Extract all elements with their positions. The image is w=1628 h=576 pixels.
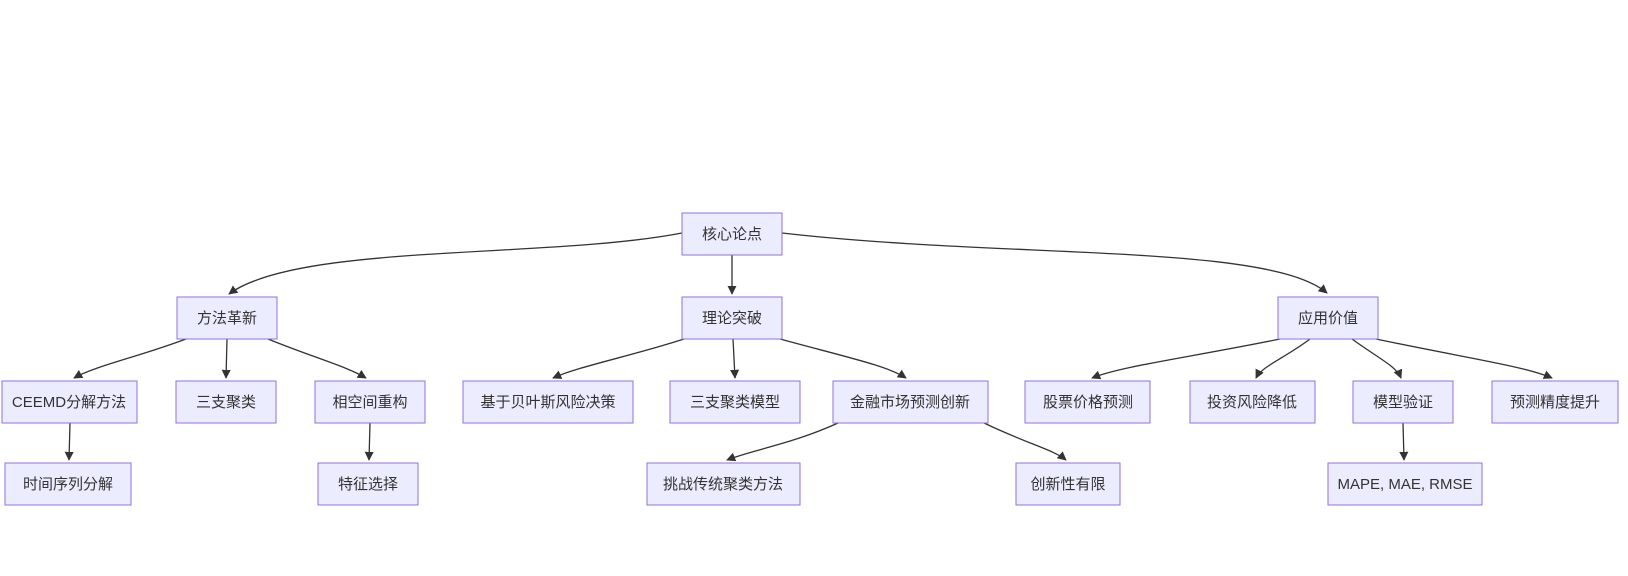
- node-limited: 创新性有限: [1015, 462, 1121, 506]
- edge-validate-metrics: [1399, 422, 1409, 461]
- node-precision: 预测精度提升: [1491, 380, 1619, 424]
- node-bayes-label: 基于贝叶斯风险决策: [480, 394, 615, 411]
- node-metrics: MAPE, MAE, RMSE: [1327, 462, 1483, 506]
- node-value-label: 应用价值: [1298, 309, 1358, 327]
- node-phase-label: 相空间重构: [332, 394, 407, 411]
- edge-layer: [64, 232, 1553, 462]
- edge-method-phase: [267, 338, 367, 379]
- node-feature-label: 特征选择: [338, 476, 398, 493]
- node-root-label: 核心论点: [702, 226, 762, 243]
- node-risk: 投资风险降低: [1189, 380, 1316, 424]
- node-method-label: 方法革新: [197, 310, 257, 327]
- edge-value-precision: [1375, 338, 1553, 379]
- edge-finance-challenge: [726, 422, 839, 462]
- node-threeway: 三支聚类: [175, 380, 277, 424]
- node-value: 应用价值: [1277, 296, 1379, 340]
- edge-ceemd-tsdecomp: [64, 422, 74, 461]
- edge-root-method: [228, 232, 683, 295]
- node-feature: 特征选择: [317, 462, 419, 506]
- edge-method-threeway: [221, 338, 231, 379]
- node-metrics-label: MAPE, MAE, RMSE: [1337, 476, 1472, 493]
- node-theory: 理论突破: [681, 296, 783, 340]
- edge-phase-feature: [364, 422, 374, 461]
- node-finance-label: 金融市场预测创新: [850, 394, 970, 411]
- edge-value-risk: [1255, 338, 1311, 379]
- node-validate: 模型验证: [1352, 380, 1454, 424]
- node-tsdecomp-label: 时间序列分解: [23, 476, 113, 493]
- edge-theory-bayes: [552, 338, 685, 379]
- edge-value-validate: [1351, 338, 1403, 379]
- node-precision-label: 预测精度提升: [1510, 394, 1600, 411]
- edge-finance-limited: [983, 422, 1067, 461]
- node-ceemd: CEEMD分解方法: [1, 380, 138, 424]
- edge-theory-finance: [779, 338, 907, 379]
- node-validate-label: 模型验证: [1373, 394, 1433, 411]
- node-theory-label: 理论突破: [702, 310, 762, 327]
- node-stock: 股票价格预测: [1024, 380, 1151, 424]
- edge-root-value: [781, 232, 1328, 294]
- node-bayes: 基于贝叶斯风险决策: [462, 380, 634, 424]
- node-threemodel-label: 三支聚类模型: [690, 394, 780, 411]
- edge-method-ceemd: [73, 338, 187, 379]
- node-phase: 相空间重构: [314, 380, 426, 424]
- node-threeway-label: 三支聚类: [196, 394, 256, 411]
- node-challenge-label: 挑战传统聚类方法: [663, 476, 783, 493]
- node-method: 方法革新: [176, 296, 278, 340]
- edge-value-stock: [1091, 338, 1281, 380]
- edge-theory-threemodel: [730, 338, 740, 379]
- node-stock-label: 股票价格预测: [1043, 394, 1133, 411]
- node-root: 核心论点: [681, 212, 783, 256]
- node-threemodel: 三支聚类模型: [669, 380, 801, 424]
- node-risk-label: 投资风险降低: [1207, 394, 1297, 411]
- node-ceemd-label: CEEMD分解方法: [12, 394, 126, 411]
- node-tsdecomp: 时间序列分解: [4, 462, 132, 506]
- node-challenge: 挑战传统聚类方法: [646, 462, 801, 506]
- node-limited-label: 创新性有限: [1030, 476, 1105, 493]
- node-finance: 金融市场预测创新: [832, 380, 989, 424]
